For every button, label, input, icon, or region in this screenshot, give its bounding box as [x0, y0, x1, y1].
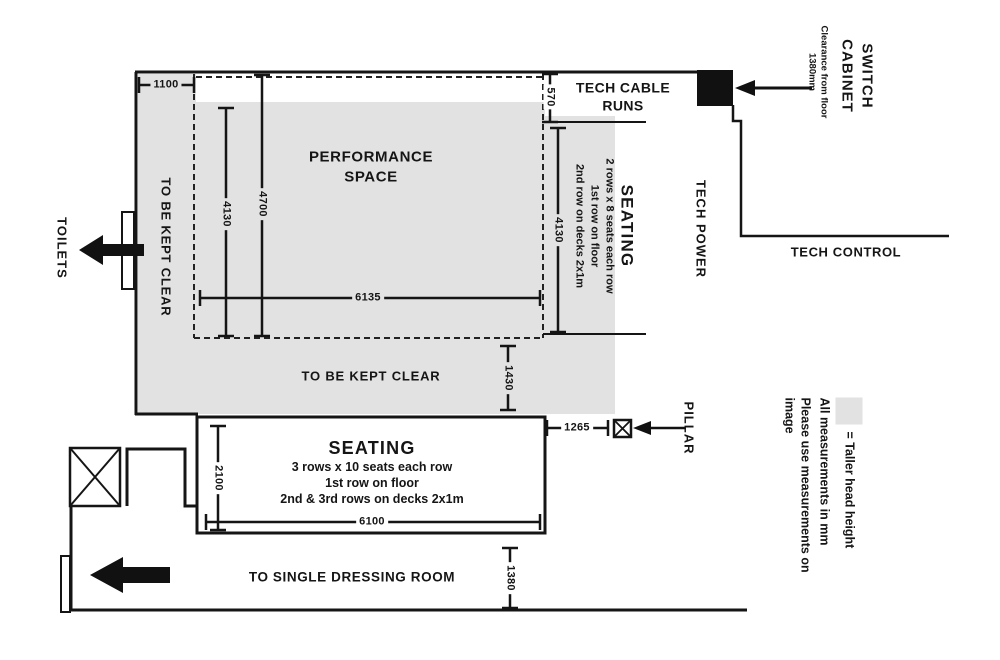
dim-label-1265: 1265: [561, 421, 593, 435]
dim-label-1430: 1430: [501, 362, 515, 394]
toilets-label: TOILETS: [54, 217, 70, 279]
switch-cabinet-clearance-note: Clearance from floor 1380mm: [806, 25, 830, 119]
legend-units-note: All measurements in mm: [817, 397, 832, 546]
dimension-lines: [137, 72, 610, 610]
entrance-corridor-wall: [125, 447, 198, 508]
switch-cabinet-arrowhead: [735, 80, 755, 96]
dim-label-4700: 4700: [255, 188, 269, 220]
shade-swatch: [835, 397, 863, 425]
pillar-label: PILLAR: [681, 401, 697, 455]
tech-control-wall: [731, 105, 949, 238]
dim-label-4130-left: 4130: [219, 198, 233, 230]
legend-usage-note: Please use measurements on image: [782, 397, 813, 573]
dim-label-2100: 2100: [211, 462, 225, 494]
tech-control-label: TECH CONTROL: [790, 244, 902, 260]
dim-label-1100: 1100: [150, 78, 182, 92]
toilets-arrow: [79, 235, 144, 265]
pillar-arrowhead: [633, 421, 651, 435]
keep-clear-left-label: TO BE KEPT CLEAR: [158, 177, 174, 317]
legend: = Taller head height All measurements in…: [782, 397, 863, 593]
walls: [69, 70, 949, 612]
legend-shade-meaning: = Taller head height: [842, 431, 857, 549]
crossed-box: [68, 446, 122, 508]
dim-label-6135: 6135: [352, 291, 384, 305]
dim-label-570: 570: [543, 84, 557, 110]
dim-label-6100: 6100: [356, 515, 388, 529]
switch-cabinet-label: SWITCH CABINET: [838, 39, 876, 113]
dim-label-4130-right: 4130: [551, 214, 565, 246]
tech-cable-runs-label: TECH CABLE RUNS: [575, 79, 671, 114]
dressing-room-door: [60, 555, 71, 613]
tech-power-label: TECH POWER: [693, 179, 709, 279]
dim-label-1380: 1380: [503, 562, 517, 594]
arrow-shafts: [650, 86, 812, 430]
taller-head-height-shading: [138, 74, 615, 414]
pillar-symbol: [612, 418, 633, 439]
main-seating-box: [195, 415, 547, 535]
side-seating-label: SEATING 2 rows x 8 seats each row 1st ro…: [573, 158, 637, 294]
performance-space-label: PERFORMANCE SPACE: [308, 148, 434, 186]
main-seating-label: SEATING 3 rows x 10 seats each row 1st r…: [280, 438, 464, 506]
keep-clear-bottom-label: TO BE KEPT CLEAR: [301, 368, 441, 384]
arrows: [79, 80, 755, 593]
dressing-room-label: TO SINGLE DRESSING ROOM: [248, 569, 456, 585]
performance-space-dashed-boundary: [193, 74, 544, 339]
switch-cabinet-block: [697, 70, 733, 106]
dressing-room-arrow: [90, 557, 170, 593]
